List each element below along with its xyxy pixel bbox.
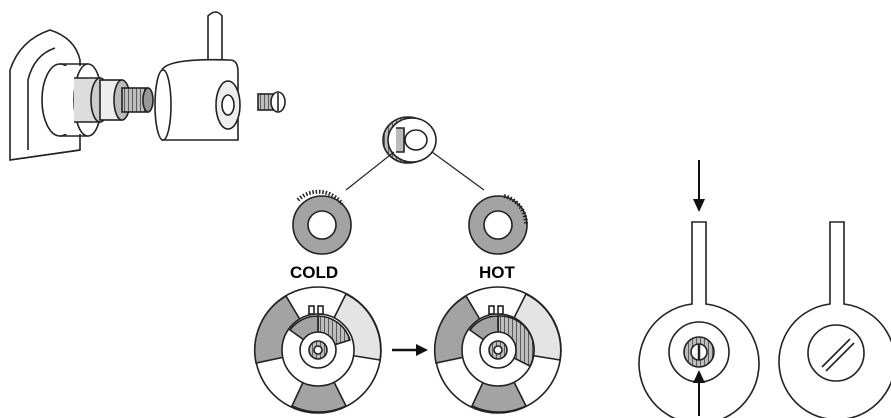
hot-handle-view	[433, 286, 562, 414]
hot-stop-ring	[468, 194, 528, 255]
lever-installed-view	[778, 221, 891, 418]
connector-lines	[345, 151, 485, 191]
cold-handle-view	[253, 286, 382, 414]
limit-stop-ring	[382, 116, 437, 164]
hot-label: HOT	[479, 263, 516, 282]
bottom-alignment-arrow	[693, 370, 705, 416]
cold-stop-ring	[292, 189, 352, 255]
lever-handle	[154, 11, 241, 141]
lever-alignment-view	[638, 221, 760, 418]
cold-label: COLD	[290, 263, 338, 282]
handle-screw	[257, 91, 286, 113]
exploded-assembly	[9, 11, 286, 161]
top-alignment-arrow	[693, 160, 705, 212]
direction-arrow	[392, 344, 428, 356]
valve-stem	[41, 63, 154, 137]
